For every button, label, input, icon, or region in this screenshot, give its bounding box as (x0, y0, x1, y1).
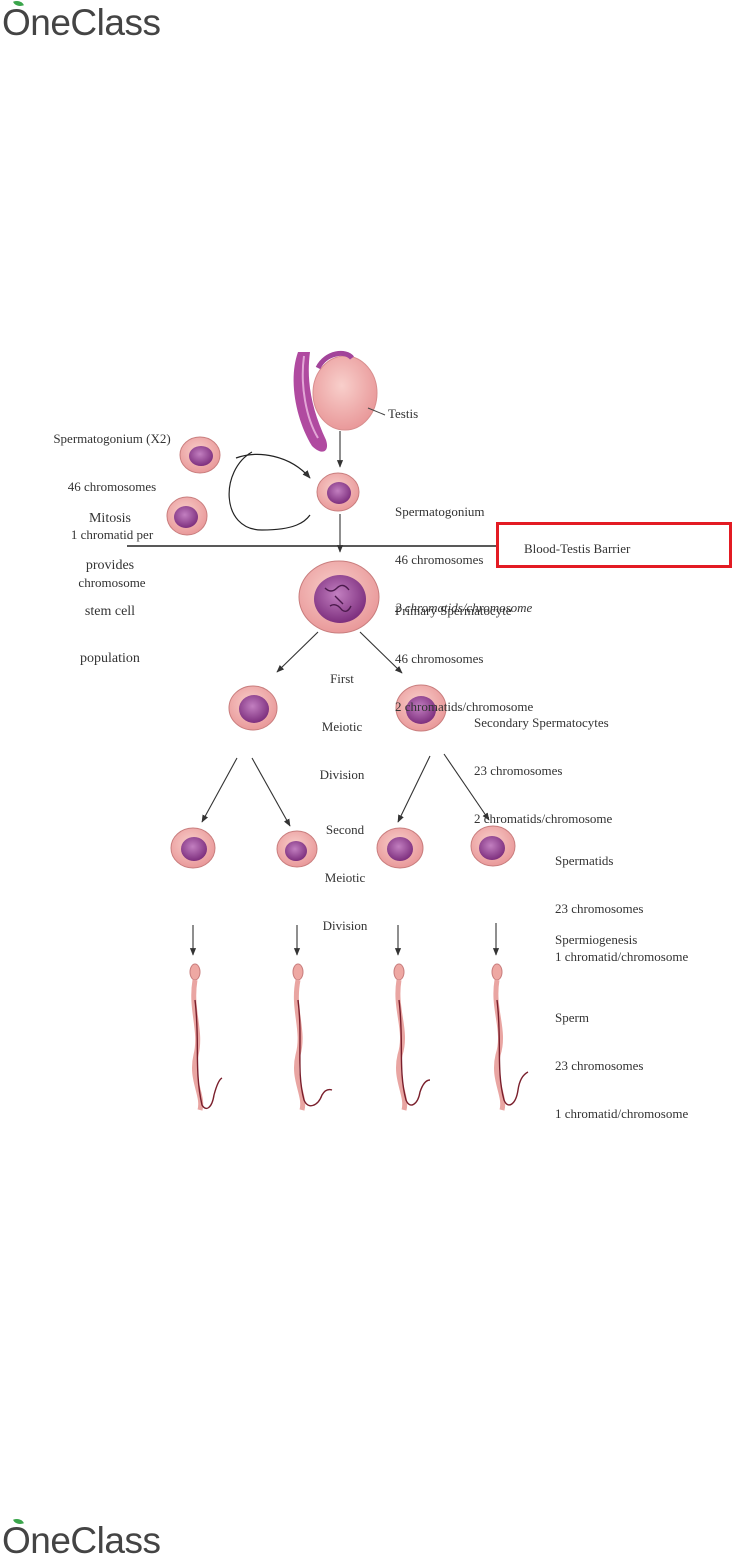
second-meiotic-division-label: Second Meiotic Division (303, 790, 387, 950)
brand-name: OneClass (2, 2, 161, 43)
spermatogonium-cell-1 (179, 436, 221, 474)
barrier-highlight-box (496, 522, 732, 568)
sperm-title: Sperm (555, 1010, 589, 1025)
spermatogonium-x2-title: Spermatogonium (X2) (53, 431, 171, 446)
spermatogonium-label: Spermatogonium 46 chromosomes 2 chromati… (395, 472, 532, 632)
primary-spermatocyte-label: Primary Spermatocyte 46 chromosomes 2 ch… (395, 571, 533, 731)
sperm-chromatids: 1 chromatid/chromosome (555, 1106, 689, 1121)
primary-spermatocyte-cell (298, 560, 380, 634)
spermatogonium-x2-label: Spermatogonium (X2) 46 chromosomes 1 chr… (28, 399, 196, 607)
sperm-label: Sperm 23 chromosomes 1 chromatid/chromos… (555, 978, 688, 1138)
first-meiotic-line-1: First (330, 671, 354, 686)
secondary-spermatocytes-chromosomes: 23 chromosomes (474, 763, 563, 778)
mitosis-line-3: stem cell (84, 604, 136, 619)
mitosis-loop-line (228, 451, 311, 531)
sperm-chromosomes: 23 chromosomes (555, 1058, 644, 1073)
spermatids-chromatids: 1 chromatid/chromosome (555, 949, 689, 964)
secondary-spermatocyte-cell-2 (395, 684, 447, 732)
first-meiotic-division-label: First Meiotic Division (300, 639, 384, 799)
secondary-spermatocytes-title: Secondary Spermatocytes (474, 715, 609, 730)
spermatid-cell-2 (276, 830, 318, 868)
blood-testis-barrier-label: Blood-Testis Barrier (524, 541, 631, 556)
spermiogenesis-label: Spermiogenesis (555, 932, 638, 947)
flow-arrows (189, 431, 500, 956)
secondary-spermatocytes-label: Secondary Spermatocytes 23 chromosomes 2… (474, 683, 612, 843)
mitosis-arrow (235, 453, 311, 479)
brand-name-footer: OneClass (2, 1520, 161, 1561)
second-meiotic-line-3: Division (322, 918, 368, 933)
oneclass-logo-bottom: OneClass (2, 1516, 161, 1561)
spermatids-title: Spermatids (555, 853, 614, 868)
mitosis-line-4: population (80, 650, 140, 666)
spermatogonium-title: Spermatogonium (395, 504, 485, 519)
mitosis-note: Mitosis provides stem cell population (60, 480, 160, 682)
first-meiotic-line-3: Division (319, 767, 365, 782)
oneclass-logo-top: OneClass (2, 0, 161, 43)
mitosis-line-2: provides (85, 557, 135, 573)
sperm-4 (491, 963, 529, 1111)
spermatogonium-cell-2 (166, 496, 208, 536)
second-meiotic-line-2: Meiotic (324, 870, 366, 885)
spermatogonium-cell (316, 472, 360, 512)
secondary-spermatocyte-cell-1 (228, 685, 278, 731)
spermatogonium-x2-chromosomes: 46 chromosomes (67, 479, 157, 494)
second-meiotic-line-1: Second (325, 822, 365, 837)
spermatogonium-chromosomes: 46 chromosomes (395, 552, 484, 567)
testis-illustration (293, 350, 386, 452)
spermatogonium-x2-chromatids-2: chromosome (78, 575, 146, 590)
sperm-3 (393, 963, 431, 1111)
sperm-1 (189, 963, 223, 1111)
spermatids-label: Spermatids 23 chromosomes 1 chromatid/ch… (555, 821, 688, 981)
secondary-spermatocytes-chromatids: 2 chromatids/chromosome (474, 811, 613, 826)
spermatids-chromosomes: 23 chromosomes (555, 901, 644, 916)
spermatogonium-chromatids: 2 chromatids/chromosome (395, 600, 533, 615)
spermatogonium-x2-chromatids-1: 1 chromatid per (70, 527, 154, 542)
primary-spermatocyte-chromatids: 2 chromatids/chromosome (395, 699, 534, 714)
first-meiotic-line-2: Meiotic (321, 719, 363, 734)
sperm-2 (292, 963, 333, 1111)
spermatid-cell-4 (470, 825, 516, 867)
primary-spermatocyte-chromosomes: 46 chromosomes (395, 651, 484, 666)
testis-label: Testis (388, 406, 419, 421)
mitosis-line-1: Mitosis (88, 511, 131, 526)
spermatid-cell-3 (376, 827, 424, 869)
primary-spermatocyte-title: Primary Spermatocyte (395, 603, 512, 618)
spermatid-cell-1 (170, 827, 216, 869)
